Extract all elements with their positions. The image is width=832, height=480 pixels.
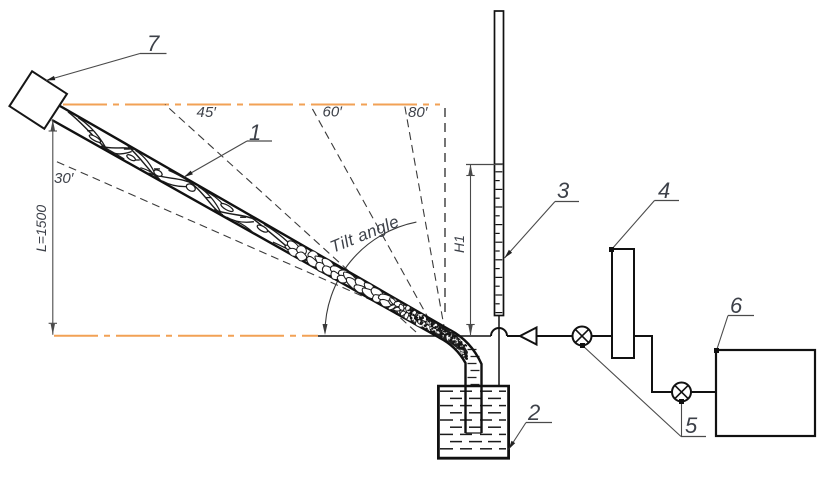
svg-text:3: 3 xyxy=(557,178,570,203)
svg-text:5: 5 xyxy=(685,413,698,438)
svg-text:7: 7 xyxy=(147,31,160,56)
svg-text:1: 1 xyxy=(249,120,261,145)
svg-text:80′: 80′ xyxy=(408,104,429,121)
svg-text:60′: 60′ xyxy=(323,104,344,121)
svg-text:2: 2 xyxy=(527,400,540,425)
svg-text:45′: 45′ xyxy=(197,104,218,121)
svg-text:4: 4 xyxy=(658,178,670,203)
svg-text:L=1500: L=1500 xyxy=(33,205,49,252)
svg-text:30′: 30′ xyxy=(54,170,75,187)
svg-text:H1: H1 xyxy=(451,235,467,253)
svg-text:6: 6 xyxy=(730,293,743,318)
